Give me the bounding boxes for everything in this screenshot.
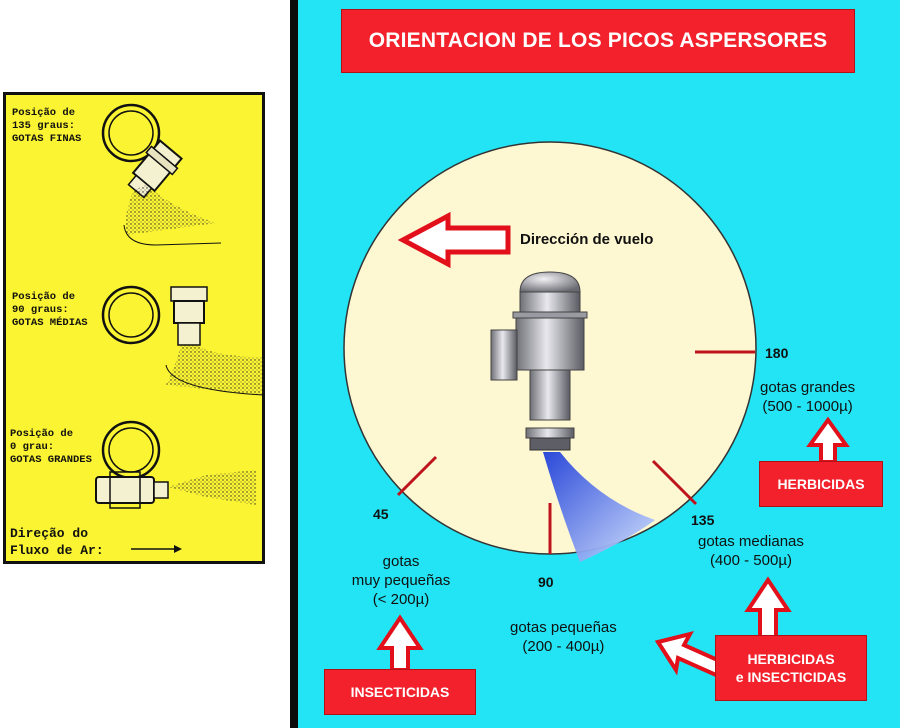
spray-jet — [543, 452, 655, 562]
position-0-label: Posição de 0 grau: GOTAS GRANDES — [10, 428, 92, 466]
position-90-label: Posição de 90 graus: GOTAS MÉDIAS — [12, 291, 88, 329]
panel-divider — [290, 0, 298, 728]
nozzle-135-illustration — [101, 103, 222, 246]
tick-135 — [651, 459, 698, 506]
angle-135-label: 135 — [691, 512, 715, 528]
small-droplets-arrow-icon — [654, 630, 725, 678]
airflow-arrow-icon — [131, 545, 182, 553]
insecticidas-up-arrow-icon — [376, 614, 424, 672]
small-droplets-label: gotas pequeñas (200 - 400µ) — [510, 619, 617, 655]
dial-diagram — [343, 141, 850, 678]
diagram-title: ORIENTACION DE LOS PICOS ASPERSORES — [342, 10, 854, 72]
nozzle-illustrations — [95, 103, 265, 553]
nozzle-icon — [490, 271, 588, 451]
flight-direction-arrow-icon — [397, 211, 511, 269]
herb-insect-up-arrow-icon — [744, 576, 792, 642]
nozzle-0-illustration — [95, 420, 256, 509]
position-135-label: Posição de 135 graus: GOTAS FINAS — [12, 107, 82, 145]
orientation-diagram-panel: ORIENTACION DE LOS PICOS ASPERSORES — [298, 0, 900, 728]
nozzle-90-illustration — [101, 285, 265, 396]
large-droplets-label: gotas grandes (500 - 1000µ) — [760, 379, 856, 415]
airflow-direction-label: Direção do Fluxo de Ar: — [10, 526, 104, 558]
herbicidas-insecticidas-box: HERBICIDAS e INSECTICIDAS — [716, 636, 866, 700]
nozzle-positions-panel: Posição de 135 graus: GOTAS FINAS Posiçã… — [3, 92, 265, 564]
herbicidas-up-arrow-icon — [806, 416, 850, 464]
flight-direction-label: Dirección de vuelo — [520, 231, 654, 248]
angle-45-label: 45 — [373, 506, 389, 522]
angle-180-label: 180 — [765, 345, 789, 361]
medium-droplets-label: gotas medianas (400 - 500µ) — [698, 533, 804, 569]
herbicidas-box: HERBICIDAS — [760, 462, 882, 506]
tick-45 — [396, 455, 438, 497]
angle-90-label: 90 — [538, 574, 554, 590]
very-small-droplets-label: gotas muy pequeñas (< 200µ) — [351, 553, 451, 608]
insecticidas-box: INSECTICIDAS — [325, 670, 475, 714]
